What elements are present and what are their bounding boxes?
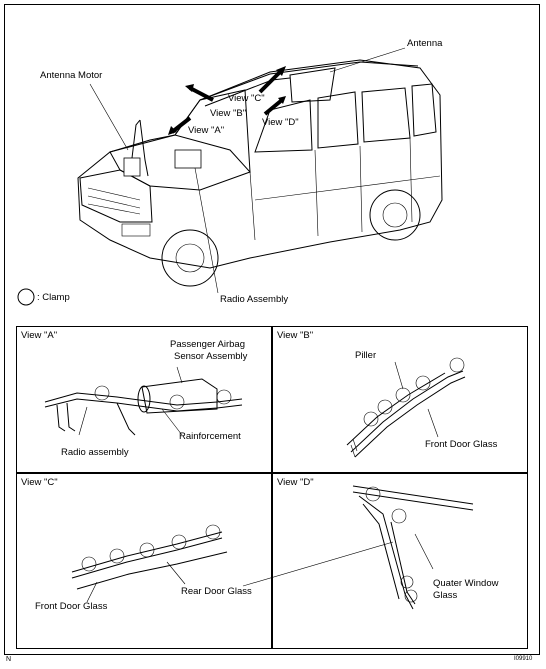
view-a-panel: View "A" Passenger Airbag Sensor Assembl… [16,326,272,473]
view-d-title: View "D" [277,477,314,488]
view-b-title: View "B" [277,330,314,341]
view-b-panel: View "B" Piller Front Door Glass [272,326,528,473]
view-a-title: View "A" [21,330,58,341]
antenna-label: Antenna [407,38,443,49]
clamp-legend-icon [17,288,35,306]
view-c-title: View "C" [21,477,58,488]
rainforcement-label: Rainforcement [179,431,241,442]
diagram-frame [4,4,540,655]
rear-door-glass-label: Rear Door Glass [181,586,252,597]
antenna-motor-label: Antenna Motor [40,70,103,81]
view-b-label: View "B" [210,108,247,119]
view-d-panel: View "D" Quater Window Glass [242,473,528,649]
view-c-label: View "C" [228,93,265,104]
front-door-glass-b-label: Front Door Glass [425,439,498,450]
footer-right: I09910 [514,656,533,662]
view-arrows [168,66,286,135]
quater-glass-label: Glass [433,590,458,601]
quater-window-label: Quater Window [433,578,499,589]
radio-assembly-label: Radio Assembly [220,294,289,305]
sensor-assembly-label: Sensor Assembly [174,351,248,362]
piller-label: Piller [355,350,377,361]
view-d-label: View "D" [262,117,299,128]
front-door-glass-c-label: Front Door Glass [35,601,108,612]
radio-assembly-a-label: Radio assembly [61,447,129,458]
footer-left: N [6,656,12,663]
passenger-airbag-label: Passenger Airbag [170,339,245,350]
view-c-panel: View "C" Rear Door Glass Front Door Glas… [16,473,272,649]
view-a-label: View "A" [188,125,225,136]
clamp-legend-label: : Clamp [37,292,70,303]
